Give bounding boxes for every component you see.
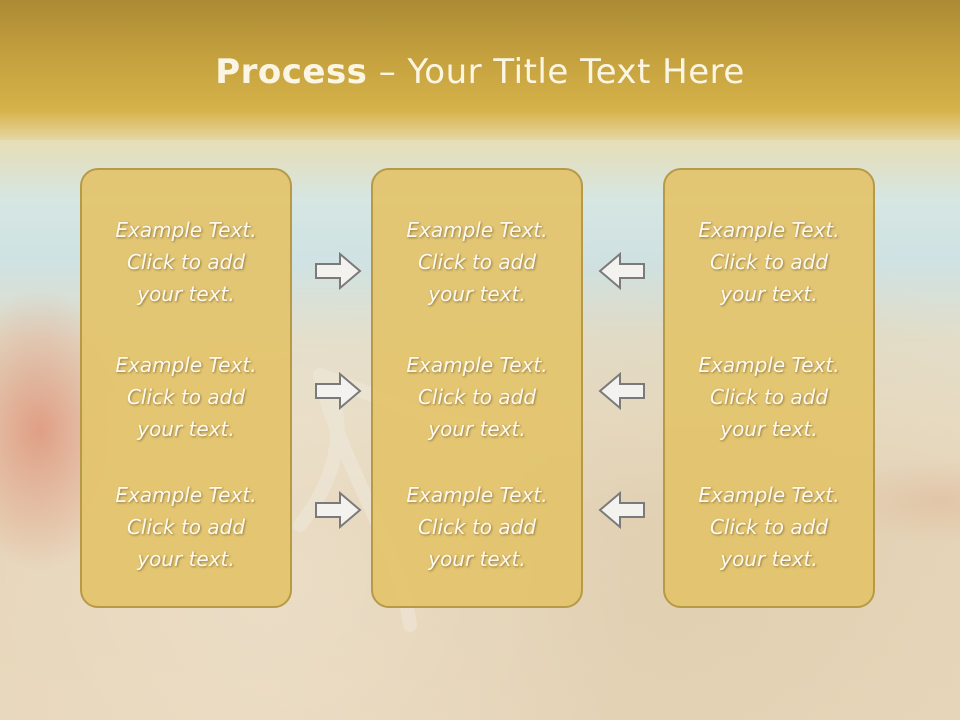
text-line: Click to add [709, 385, 829, 409]
text-line: Example Text. [115, 218, 257, 242]
text-line: your text. [137, 547, 235, 571]
text-line: your text. [720, 282, 818, 306]
text-line: Click to add [417, 250, 537, 274]
text-line: Click to add [126, 385, 246, 409]
text-item[interactable]: Example Text. Click to add your text. [82, 349, 290, 445]
text-item[interactable]: Example Text. Click to add your text. [665, 349, 873, 445]
text-line: your text. [720, 417, 818, 441]
text-line: Click to add [709, 250, 829, 274]
text-line: Example Text. [406, 218, 548, 242]
text-line: Example Text. [698, 218, 840, 242]
process-box-left[interactable]: Example Text. Click to add your text. Ex… [80, 168, 292, 608]
text-line: Example Text. [115, 353, 257, 377]
right-arrow-icon [315, 371, 362, 411]
text-item[interactable]: Example Text. Click to add your text. [665, 479, 873, 575]
text-item[interactable]: Example Text. Click to add your text. [373, 214, 581, 310]
text-item[interactable]: Example Text. Click to add your text. [373, 479, 581, 575]
process-box-right[interactable]: Example Text. Click to add your text. Ex… [663, 168, 875, 608]
text-line: Click to add [126, 250, 246, 274]
text-line: your text. [428, 547, 526, 571]
left-arrow-icon [598, 251, 645, 291]
text-item[interactable]: Example Text. Click to add your text. [373, 349, 581, 445]
process-box-center[interactable]: Example Text. Click to add your text. Ex… [371, 168, 583, 608]
title-band [0, 0, 960, 140]
text-line: Example Text. [406, 353, 548, 377]
title-rest: – Your Title Text Here [367, 52, 745, 92]
right-arrow-icon [315, 251, 362, 291]
text-line: Click to add [417, 385, 537, 409]
text-line: your text. [137, 417, 235, 441]
text-line: Click to add [417, 515, 537, 539]
text-line: your text. [720, 547, 818, 571]
text-line: your text. [428, 417, 526, 441]
text-item[interactable]: Example Text. Click to add your text. [665, 214, 873, 310]
text-line: Example Text. [406, 483, 548, 507]
right-arrow-icon [315, 490, 362, 530]
left-arrow-icon [598, 490, 645, 530]
left-arrow-icon [598, 371, 645, 411]
text-line: Example Text. [698, 353, 840, 377]
title-bold: Process [215, 52, 368, 92]
text-line: Example Text. [115, 483, 257, 507]
text-line: your text. [137, 282, 235, 306]
text-line: Click to add [709, 515, 829, 539]
text-line: Click to add [126, 515, 246, 539]
text-item[interactable]: Example Text. Click to add your text. [82, 214, 290, 310]
text-line: your text. [428, 282, 526, 306]
slide-title[interactable]: Process – Your Title Text Here [0, 52, 960, 92]
text-item[interactable]: Example Text. Click to add your text. [82, 479, 290, 575]
text-line: Example Text. [698, 483, 840, 507]
